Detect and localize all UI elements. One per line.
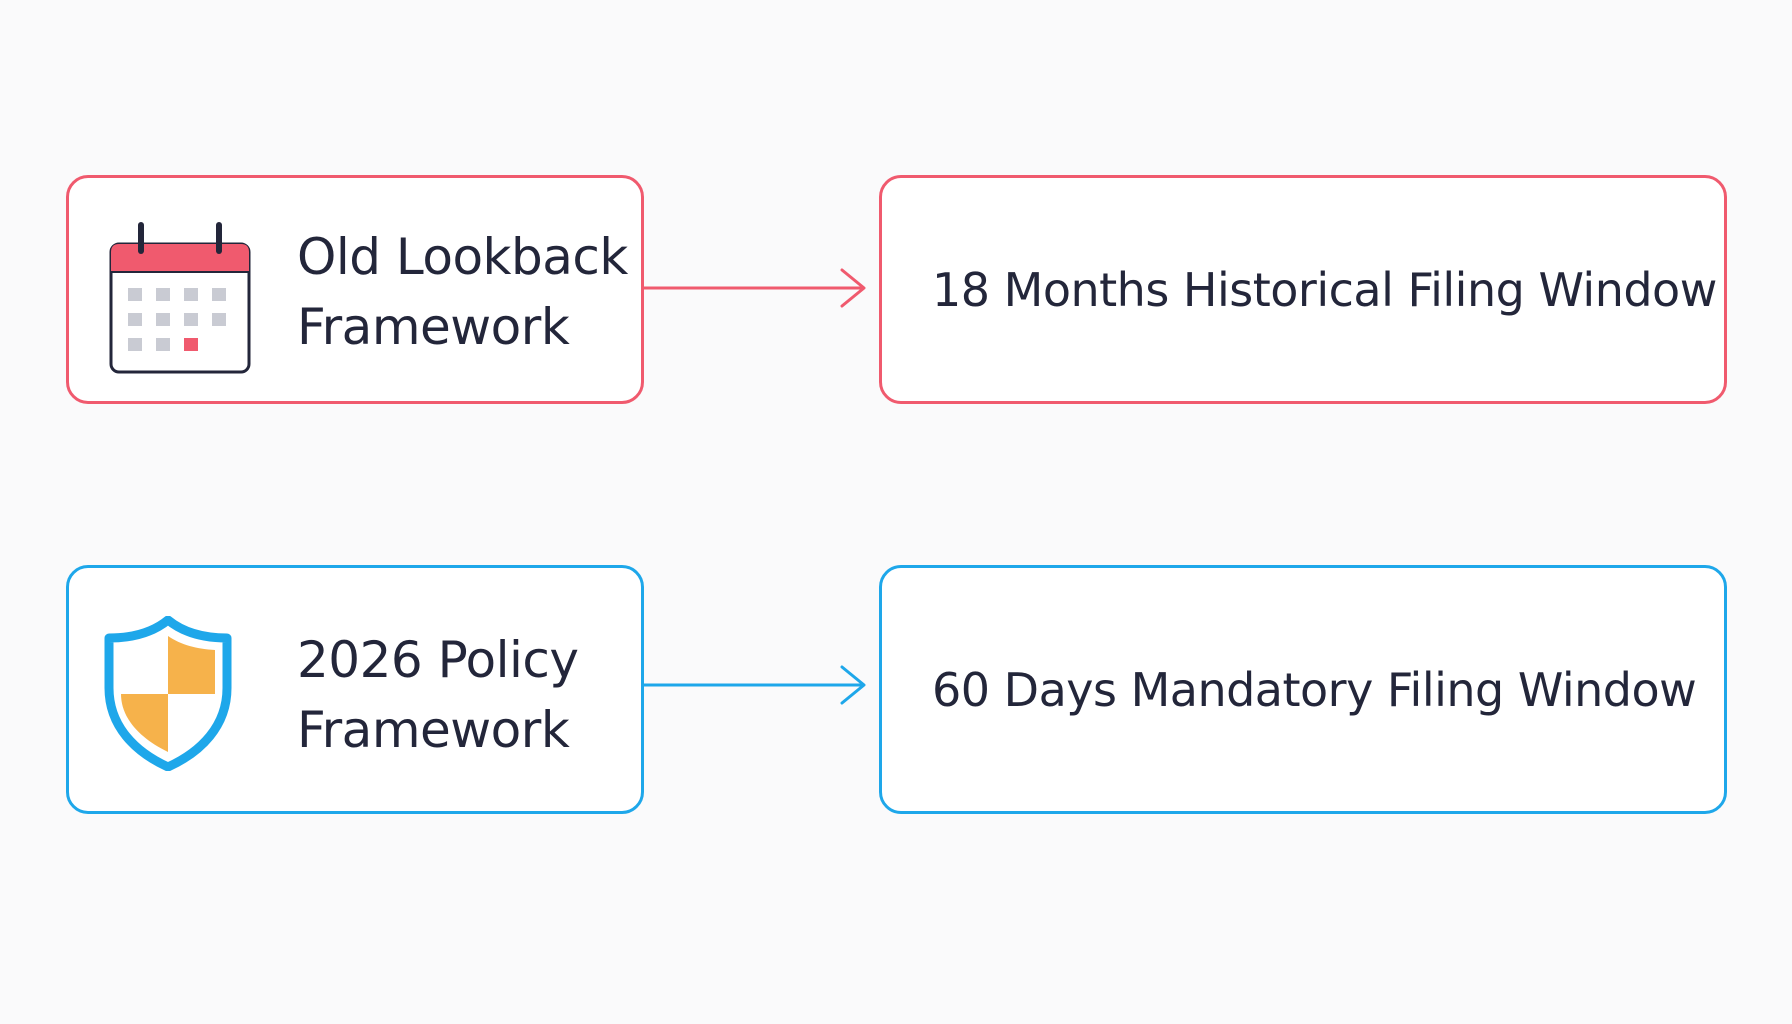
policy-2026-framework-box: 2026 Policy Framework (66, 565, 644, 814)
historical-filing-window-box: 18 Months Historical Filing Window (879, 175, 1727, 404)
target-label: 18 Months Historical Filing Window (932, 262, 1717, 317)
shield-icon (104, 616, 232, 771)
arrow-connector (644, 268, 866, 308)
target-label: 60 Days Mandatory Filing Window (932, 662, 1697, 717)
mandatory-filing-window-box: 60 Days Mandatory Filing Window (879, 565, 1727, 814)
source-label: 2026 Policy Framework (297, 631, 579, 759)
old-lookback-framework-box: Old Lookback Framework (66, 175, 644, 404)
calendar-icon (109, 222, 251, 374)
arrow-connector (644, 665, 866, 705)
source-label: Old Lookback Framework (297, 228, 628, 356)
